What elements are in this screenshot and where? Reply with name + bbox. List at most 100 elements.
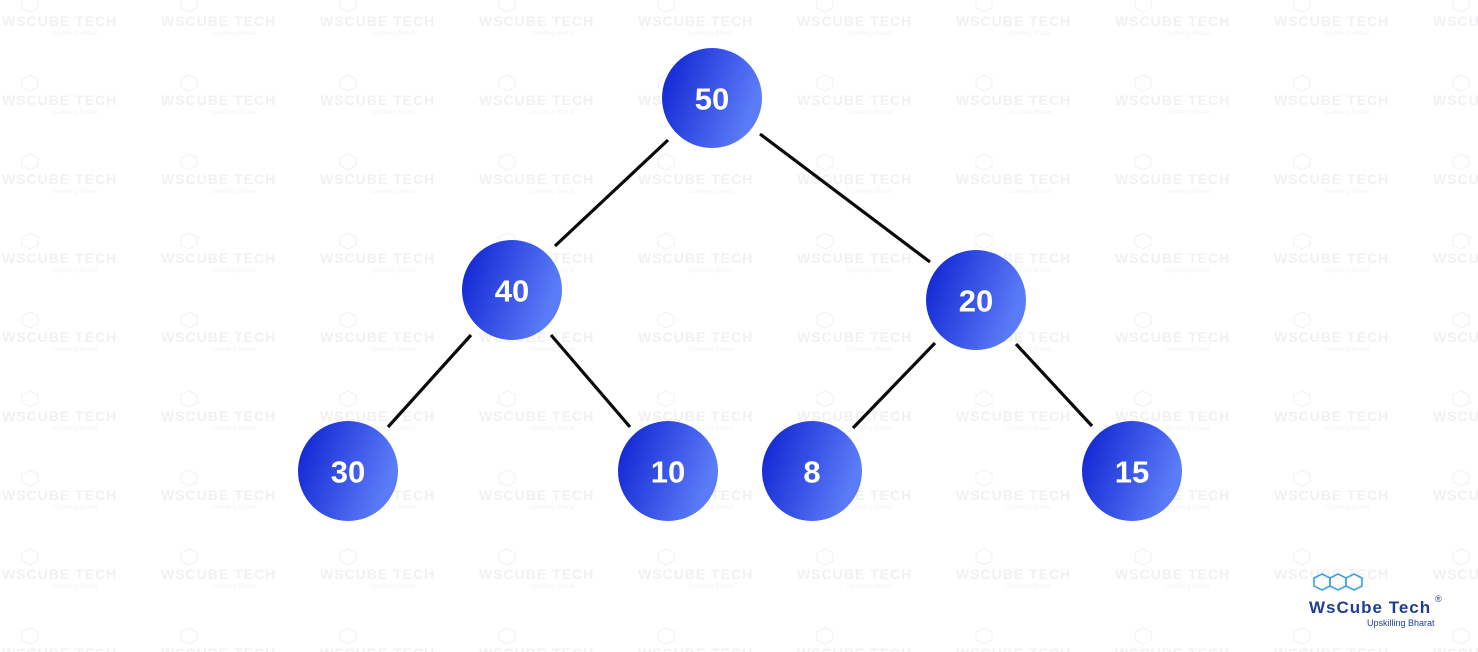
node-circle [1082,421,1182,521]
tree-node-50: 50 [662,48,762,148]
watermark-hexagon-icon [339,311,357,329]
watermark-subtext: Upskilling Bharat [847,426,892,432]
node-label: 30 [331,455,365,490]
watermark-subtext: Upskilling Bharat [529,31,574,37]
watermark-subtext: Upskilling Bharat [52,426,97,432]
watermark-subtext: Upskilling Bharat [211,268,256,274]
watermark-hexagon-icon [657,548,675,566]
watermark-text: WSCUBE TECH [161,645,276,652]
watermark-text: WSCUBE TECH [956,13,1071,29]
watermark-hexagon-icon [657,390,675,408]
nodes: 50 40 20 30 10 8 15 [298,48,1182,521]
watermark-subtext: Upskilling Bharat [1324,110,1369,116]
watermark-subtext: Upskilling Bharat [1165,505,1210,511]
watermark-text: WSCUBE TECH [161,171,276,187]
node-circle [926,250,1026,350]
watermark-text: WSCUBE TECH [638,645,753,652]
watermark-subtext: Upskilling Bharat [211,426,256,432]
watermark-hexagon-icon [1134,390,1152,408]
watermark-hexagon-icon [180,0,198,13]
watermark-text: WSCUBE TECH [1433,645,1478,652]
node-label: 8 [803,455,820,490]
watermark-hexagon-icon [498,74,516,92]
watermark-text: WSCUBE TECH [1274,645,1389,652]
watermark-hexagon-icon [1293,311,1311,329]
watermark-subtext: Upskilling Bharat [211,189,256,195]
watermark-subtext: Upskilling Bharat [1324,31,1369,37]
watermark-text: WSCUBE TECH [1274,92,1389,108]
watermark-text: WSCUBE TECH [1433,408,1478,424]
watermark-hexagon-icon [339,74,357,92]
watermark-subtext: Upskilling Bharat [52,584,97,590]
watermark-text: WSCUBE TECH [1433,92,1478,108]
watermark-subtext: Upskilling Bharat [688,584,733,590]
tree-node-8: 8 [762,421,862,521]
watermark-hexagon-icon [498,153,516,171]
watermark-text: WSCUBE TECH [1274,329,1389,345]
watermark-subtext: Upskilling Bharat [847,189,892,195]
watermark-subtext: Upskilling Bharat [529,347,574,353]
watermark-subtext: Upskilling Bharat [370,110,415,116]
tree-node-10: 10 [618,421,718,521]
node-circle [462,240,562,340]
watermark-hexagon-icon [339,153,357,171]
watermark-text: WSCUBE TECH [956,645,1071,652]
watermark-text: WSCUBE TECH [797,329,912,345]
watermark-hexagon-icon [339,390,357,408]
watermark-hexagon-icon [21,0,39,13]
watermark-text: WSCUBE TECH [161,250,276,266]
tree-node-15: 15 [1082,421,1182,521]
watermark-hexagon-icon [1293,153,1311,171]
watermark-subtext: Upskilling Bharat [52,268,97,274]
watermark-text: WSCUBE TECH [1433,566,1478,582]
watermark-subtext: Upskilling Bharat [688,189,733,195]
watermark-hexagon-icon [21,311,39,329]
watermark-text: WSCUBE TECH [797,92,912,108]
watermark-subtext: Upskilling Bharat [370,347,415,353]
watermark-text: WSCUBE TECH [320,408,435,424]
watermark-text: WSCUBE TECH [1115,566,1230,582]
watermark-text: WSCUBE TECH [1115,13,1230,29]
watermark-text: WSCUBE TECH [1433,13,1478,29]
watermark-text: WSCUBE TECH [1433,171,1478,187]
watermark-subtext: Upskilling Bharat [1165,268,1210,274]
watermark-hexagon-icon [21,232,39,250]
watermark-hexagon-icon [657,627,675,645]
watermark-subtext: Upskilling Bharat [847,268,892,274]
watermark-hexagon-icon [498,469,516,487]
watermark-text: WSCUBE TECH [956,487,1071,503]
watermark-text: WSCUBE TECH [797,566,912,582]
watermark-text: WSCUBE TECH [956,171,1071,187]
watermark-text: WSCUBE TECH [1433,487,1478,503]
watermark-subtext: Upskilling Bharat [52,189,97,195]
watermark-hexagon-icon [339,627,357,645]
watermark-text: WSCUBE TECH [320,250,435,266]
watermark-subtext: Upskilling Bharat [1324,426,1369,432]
watermark-subtext: Upskilling Bharat [211,505,256,511]
watermark-hexagon-icon [816,548,834,566]
watermark-subtext: Upskilling Bharat [1165,189,1210,195]
